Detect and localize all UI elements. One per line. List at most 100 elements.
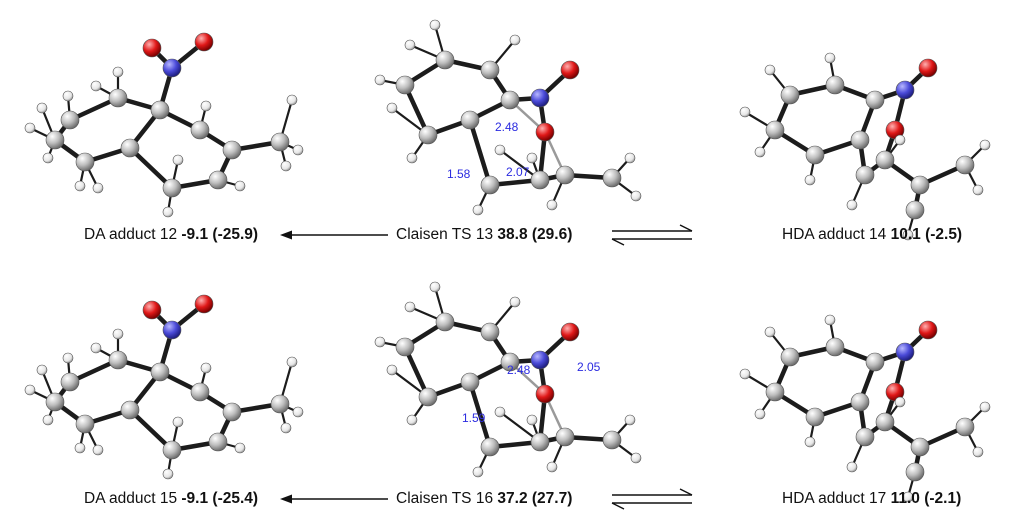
- hydrogen-atom: [754, 408, 766, 420]
- hydrogen-atom: [764, 64, 776, 76]
- hydrogen-atom: [494, 406, 506, 418]
- hydrogen-atom: [24, 122, 36, 134]
- hydrogen-atom: [292, 406, 304, 418]
- carbon-atom: [875, 412, 895, 432]
- carbon-atom: [480, 175, 500, 195]
- hydrogen-atom: [764, 326, 776, 338]
- label-hda-adduct-17: HDA adduct 17 11.0 (-2.1): [782, 490, 962, 507]
- hydrogen-atom: [374, 336, 386, 348]
- arrow-ts13-to-da12: [280, 230, 388, 240]
- hydrogen-atom: [200, 100, 212, 112]
- hydrogen-atom: [804, 174, 816, 186]
- oxygen-atom: [560, 322, 580, 342]
- carbon-atom: [190, 382, 210, 402]
- carbon-atom: [825, 75, 845, 95]
- oxygen-atom: [194, 32, 214, 52]
- hydrogen-atom: [804, 436, 816, 448]
- label-da-adduct-15: DA adduct 15 -9.1 (-25.4): [84, 490, 259, 507]
- label-hda-adduct-14: HDA adduct 14 10.1 (-2.5): [782, 226, 963, 243]
- oxygen-atom: [918, 58, 938, 78]
- carbon-atom: [530, 170, 550, 190]
- carbon-atom: [855, 165, 875, 185]
- hydrogen-atom: [526, 152, 538, 164]
- hydrogen-atom: [630, 452, 642, 464]
- nitrogen-atom: [530, 350, 550, 370]
- carbon-atom: [855, 427, 875, 447]
- molecule-da-adduct-15: [24, 294, 304, 480]
- hydrogen-atom: [472, 466, 484, 478]
- carbon-atom: [500, 90, 520, 110]
- carbon-atom: [905, 462, 925, 482]
- distance-label-ts16-1: 2.48: [507, 363, 531, 377]
- oxygen-atom: [535, 122, 555, 142]
- bond: [127, 145, 175, 191]
- carbon-atom: [45, 130, 65, 150]
- carbon-atom: [435, 312, 455, 332]
- hydrogen-atom: [972, 184, 984, 196]
- oxygen-atom: [142, 300, 162, 320]
- carbon-atom: [60, 110, 80, 130]
- hydrogen-atom: [234, 442, 246, 454]
- carbon-atom: [60, 372, 80, 392]
- hydrogen-atom: [112, 328, 124, 340]
- hydrogen-atom: [546, 461, 558, 473]
- equilibrium-arrow-ts16-hda17: [611, 488, 693, 510]
- hydrogen-atom: [739, 106, 751, 118]
- carbon-atom: [480, 437, 500, 457]
- carbon-atom: [850, 392, 870, 412]
- nitrogen-atom: [162, 58, 182, 78]
- hydrogen-atom: [234, 180, 246, 192]
- carbon-atom: [910, 175, 930, 195]
- hydrogen-atom: [472, 204, 484, 216]
- carbon-atom: [120, 138, 140, 158]
- bond: [467, 379, 493, 450]
- hydrogen-atom: [739, 368, 751, 380]
- hydrogen-atom: [292, 144, 304, 156]
- carbon-atom: [150, 100, 170, 120]
- carbon-atom: [825, 337, 845, 357]
- oxygen-atom: [194, 294, 214, 314]
- hydrogen-atom: [24, 384, 36, 396]
- carbon-atom: [108, 88, 128, 108]
- carbon-atom: [108, 350, 128, 370]
- molecule-claisen-ts-13: [374, 19, 642, 216]
- hydrogen-atom: [494, 144, 506, 156]
- hydrogen-atom: [386, 102, 398, 114]
- carbon-atom: [45, 392, 65, 412]
- hydrogen-atom: [624, 152, 636, 164]
- distance-label-ts13-3: 2.07: [506, 165, 530, 179]
- hydrogen-atom: [200, 362, 212, 374]
- hydrogen-atom: [286, 94, 298, 106]
- hydrogen-atom: [74, 180, 86, 192]
- carbon-atom: [805, 407, 825, 427]
- carbon-atom: [500, 352, 520, 372]
- carbon-atom: [222, 402, 242, 422]
- hydrogen-atom: [74, 442, 86, 454]
- carbon-atom: [555, 165, 575, 185]
- carbon-atom: [270, 132, 290, 152]
- hydrogen-atom: [280, 160, 292, 172]
- distance-label-ts16-2: 2.05: [577, 360, 601, 374]
- hydrogen-atom: [754, 146, 766, 158]
- carbon-atom: [418, 125, 438, 145]
- carbon-atom: [395, 337, 415, 357]
- carbon-atom: [480, 60, 500, 80]
- carbon-atom: [435, 50, 455, 70]
- carbon-atom: [865, 90, 885, 110]
- carbon-atom: [418, 387, 438, 407]
- label-da-adduct-12: DA adduct 12 -9.1 (-25.9): [84, 226, 259, 243]
- carbon-atom: [270, 394, 290, 414]
- hydrogen-atom: [429, 19, 441, 31]
- carbon-atom: [765, 382, 785, 402]
- carbon-atom: [395, 75, 415, 95]
- carbon-atom: [875, 150, 895, 170]
- hydrogen-atom: [894, 396, 906, 408]
- hydrogen-atom: [112, 66, 124, 78]
- distance-label-ts13-2: 1.58: [447, 167, 471, 181]
- carbon-atom: [150, 362, 170, 382]
- hydrogen-atom: [979, 139, 991, 151]
- hydrogen-atom: [62, 352, 74, 364]
- carbon-atom: [602, 430, 622, 450]
- hydrogen-atom: [386, 364, 398, 376]
